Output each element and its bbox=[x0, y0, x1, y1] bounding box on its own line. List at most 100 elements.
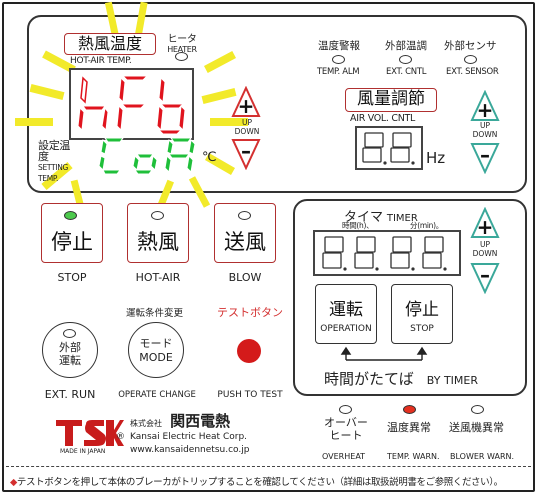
overheat-label-en: OVERHEAT bbox=[322, 452, 366, 461]
timer-seg-digits bbox=[322, 236, 447, 271]
timer-operation-button[interactable]: 運転 OPERATION bbox=[315, 284, 377, 344]
down-arrow-icon: – bbox=[470, 143, 500, 175]
ext-run-caption: EXT. RUN bbox=[44, 388, 96, 401]
timer-down-button[interactable]: – bbox=[470, 262, 500, 295]
timer-operation-label-en: OPERATION bbox=[320, 323, 372, 334]
air-vol-seg-digits bbox=[362, 132, 415, 165]
timer-stop-button[interactable]: 停止 STOP bbox=[391, 284, 453, 344]
hot-air-seg-digits bbox=[77, 75, 186, 135]
svg-text:–: – bbox=[480, 263, 490, 287]
timer-display bbox=[313, 230, 461, 276]
company-name-en: Kansai Electric Heat Corp. bbox=[130, 432, 248, 442]
footer-divider bbox=[6, 466, 531, 467]
hot-air-temp-label: 熱風温度 bbox=[64, 33, 156, 55]
setting-temp-label: 設定温度 SETTING TEMP. bbox=[38, 139, 71, 183]
temp-up-button[interactable]: + bbox=[231, 85, 261, 118]
hot-air-button-label: 熱風 bbox=[137, 230, 179, 254]
ext-run-led bbox=[63, 329, 76, 338]
up-arrow-icon: + bbox=[470, 89, 500, 122]
stop-caption: STOP bbox=[57, 271, 87, 284]
blow-caption: BLOW bbox=[228, 271, 262, 284]
temp-warn-label-en: TEMP. WARN. bbox=[387, 452, 440, 461]
test-button[interactable] bbox=[237, 339, 261, 363]
temp-warn-led bbox=[403, 405, 416, 414]
warning-diamond-icon: ◆ bbox=[10, 477, 17, 488]
ext-sensor-label-jp: 外部センサ bbox=[444, 40, 497, 52]
svg-text:+: + bbox=[477, 215, 494, 239]
down-arrow-icon: – bbox=[231, 139, 261, 171]
blower-warn-label-jp: 送風機異常 bbox=[449, 421, 504, 434]
timer-label: タイマ TIMER bbox=[344, 210, 418, 225]
celsius-unit: ℃ bbox=[202, 150, 217, 165]
hot-air-caption: HOT-AIR bbox=[135, 271, 181, 284]
made-in-japan: MADE IN JAPAN bbox=[60, 448, 106, 455]
air-vol-label: 風量調節 bbox=[345, 88, 437, 112]
timer-bracket-arrows bbox=[340, 346, 428, 361]
hot-air-button[interactable]: 熱風 bbox=[127, 203, 189, 263]
ext-sensor-led bbox=[464, 55, 477, 64]
ext-cntl-label-jp: 外部温調 bbox=[385, 40, 427, 52]
blow-button-label: 送風 bbox=[224, 230, 266, 254]
air-vol-display bbox=[355, 126, 423, 170]
svg-text:+: + bbox=[238, 94, 255, 118]
air-vol-up-button[interactable]: + bbox=[470, 89, 500, 122]
temp-down-button[interactable]: – bbox=[231, 138, 261, 171]
test-button-label: テストボタン bbox=[217, 306, 283, 319]
timer-hours-label: 時間(h)、 bbox=[342, 221, 374, 230]
stop-button-label: 停止 bbox=[51, 230, 93, 254]
footer-note: ◆テストボタンを押して本体のブレーカがトリップすることを確認してください（詳細は… bbox=[10, 477, 503, 488]
ext-run-button[interactable]: 外部運転 bbox=[42, 322, 98, 378]
air-vol-label-en: AIR VOL. CNTL bbox=[350, 113, 415, 124]
tsk-logo bbox=[52, 414, 124, 450]
timer-operation-label: 運転 bbox=[329, 299, 363, 320]
up-arrow-icon: + bbox=[470, 206, 500, 239]
ext-cntl-label-en: EXT. CNTL bbox=[386, 67, 427, 77]
hot-air-temp-label-en: HOT-AIR TEMP. bbox=[70, 56, 132, 66]
air-vol-down-button[interactable]: – bbox=[470, 142, 500, 175]
ext-sensor-label-en: EXT. SENSOR bbox=[446, 67, 499, 77]
timer-stop-label-en: STOP bbox=[410, 323, 434, 334]
hot-air-temp-display bbox=[69, 68, 194, 140]
blower-warn-led bbox=[471, 405, 484, 414]
heater-led bbox=[175, 52, 188, 61]
up-arrow-icon: + bbox=[231, 85, 261, 118]
svg-text:–: – bbox=[480, 143, 490, 167]
blower-warn-label-en: BLOWER WARN. bbox=[450, 452, 515, 461]
temp-alarm-led bbox=[332, 55, 345, 64]
svg-text:+: + bbox=[477, 98, 494, 122]
ext-run-label-jp: 外部運転 bbox=[59, 341, 81, 367]
by-timer-label: 時間がたてば BY TIMER bbox=[324, 370, 479, 388]
svg-text:–: – bbox=[241, 139, 251, 163]
timer-stop-label: 停止 bbox=[405, 299, 439, 320]
company-url: www.kansaidennetsu.co.jp bbox=[130, 445, 250, 455]
hot-air-led bbox=[151, 211, 164, 220]
temp-alarm-label-en: TEMP. ALM bbox=[317, 67, 360, 77]
down-arrow-icon: – bbox=[470, 263, 500, 295]
temp-alarm-label-jp: 温度警報 bbox=[318, 40, 360, 52]
heater-label: ヒータ HEATER bbox=[167, 34, 197, 54]
company-name: 株式会社 関西電熱 bbox=[130, 412, 231, 430]
hz-unit: Hz bbox=[426, 149, 446, 167]
overheat-label-jp: オーバーヒート bbox=[324, 416, 368, 442]
stop-led bbox=[64, 211, 77, 220]
setting-temp-seg-digits bbox=[98, 137, 196, 175]
mode-caption: OPERATE CHANGE bbox=[118, 390, 196, 400]
mode-change-label: 運転条件変更 bbox=[126, 308, 184, 319]
timer-up-button[interactable]: + bbox=[470, 206, 500, 239]
registered-mark: ® bbox=[116, 432, 125, 442]
test-caption: PUSH TO TEST bbox=[217, 390, 283, 400]
temp-warn-label-jp: 温度異常 bbox=[387, 421, 431, 434]
ext-cntl-led bbox=[399, 55, 412, 64]
blow-led bbox=[238, 211, 251, 220]
stop-button[interactable]: 停止 bbox=[41, 203, 103, 263]
tsk-logo-icon bbox=[56, 420, 124, 446]
overheat-led bbox=[339, 405, 352, 414]
timer-minutes-label: 分(min)。 bbox=[410, 221, 443, 230]
setting-temp-display bbox=[95, 134, 200, 178]
